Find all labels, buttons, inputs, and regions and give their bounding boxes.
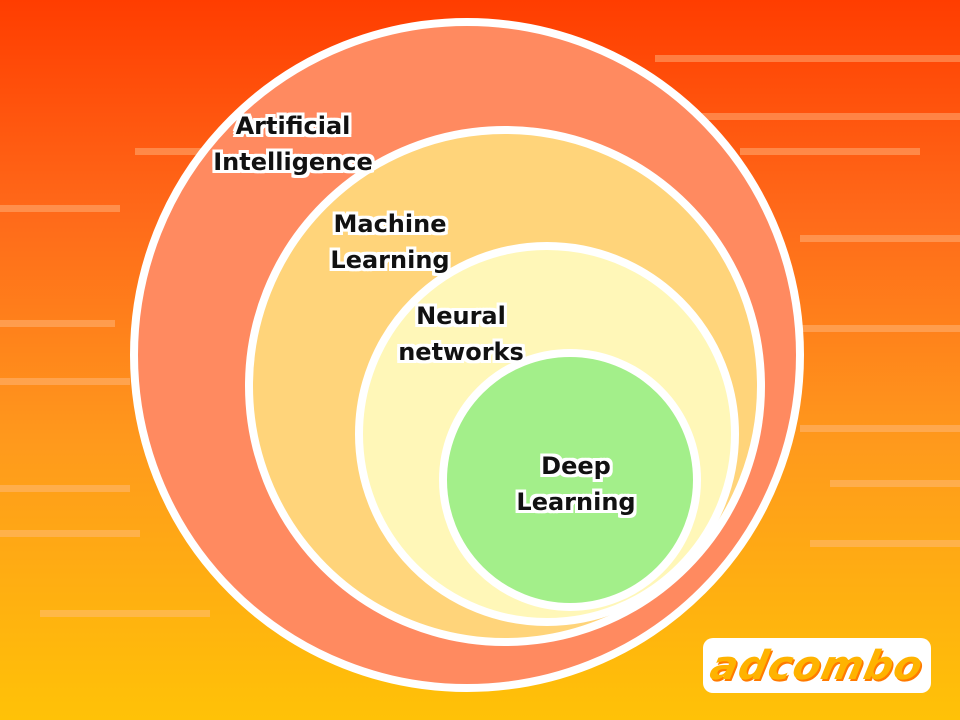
logo-wordmark: adcombo	[706, 642, 928, 689]
bg-streak	[800, 235, 960, 242]
bg-streak	[800, 425, 960, 432]
bg-streak	[655, 55, 960, 62]
bg-streak	[40, 610, 210, 617]
bg-streak	[0, 530, 140, 537]
bg-streak	[740, 148, 920, 155]
bg-streak	[700, 113, 960, 120]
bg-streak	[135, 148, 225, 155]
label-artificial-intelligence: Artificial Intelligence	[213, 112, 373, 176]
bg-streak	[810, 540, 960, 547]
bg-streak	[0, 320, 115, 327]
circle-deep-learning	[439, 349, 701, 611]
adcombo-logo: adcombo	[703, 638, 931, 693]
label-neural-networks: Neural networks	[398, 302, 524, 366]
bg-streak	[800, 325, 960, 332]
label-machine-learning: Machine Learning	[330, 210, 450, 274]
bg-streak	[0, 485, 130, 492]
bg-streak	[0, 378, 130, 385]
bg-streak	[830, 480, 960, 487]
label-deep-learning: Deep Learning	[516, 452, 636, 516]
bg-streak	[0, 205, 120, 212]
